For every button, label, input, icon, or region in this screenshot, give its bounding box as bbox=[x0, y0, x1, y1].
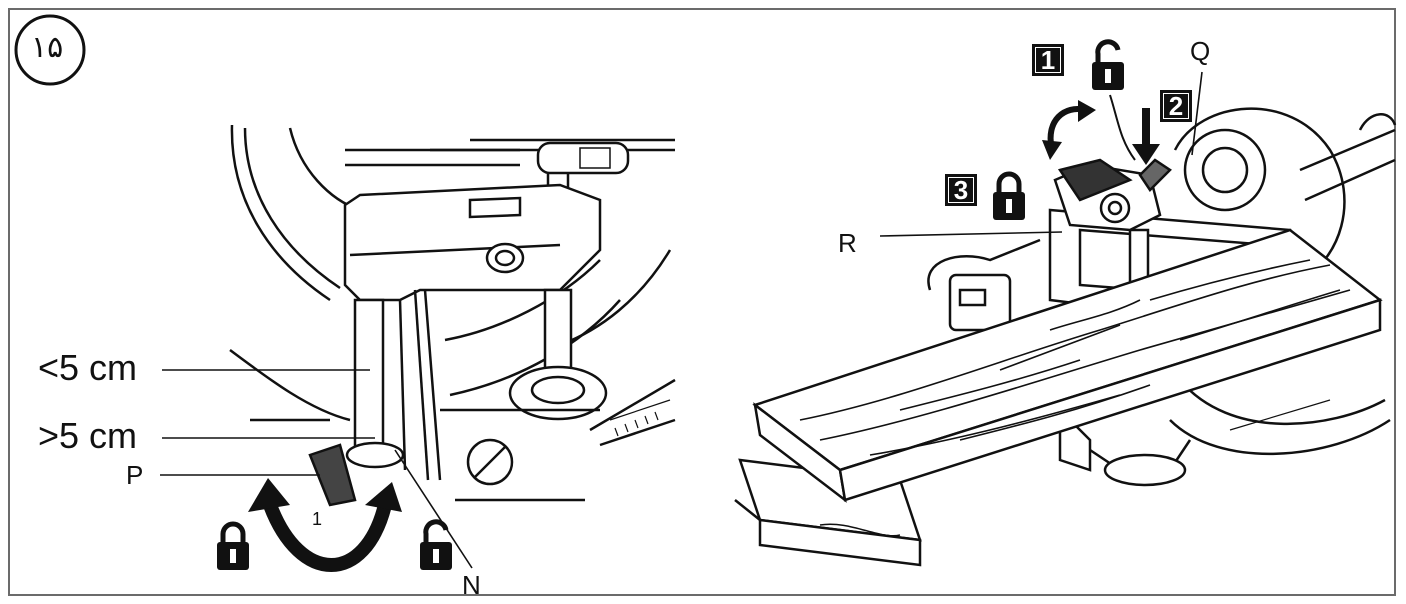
callout-greater-than-5cm: >5 cm bbox=[38, 415, 138, 456]
right-leader-lines bbox=[879, 71, 1203, 237]
lock-closed-icon bbox=[217, 524, 249, 570]
callout-Q: Q bbox=[1190, 36, 1211, 66]
left-leader-lines bbox=[160, 369, 473, 569]
lock-open-icon bbox=[1092, 42, 1124, 90]
press-down-arrow-icon bbox=[1132, 108, 1160, 165]
left-saw-drawing bbox=[229, 124, 676, 507]
lock-cord bbox=[1109, 94, 1136, 161]
callout-less-than-5cm: <5 cm bbox=[38, 347, 138, 388]
figure-number: ۱۵ bbox=[31, 31, 64, 64]
rotate-arrow-icon bbox=[248, 478, 402, 572]
step-3-badge: 3 bbox=[945, 174, 977, 206]
lock-closed-icon bbox=[993, 174, 1025, 220]
svg-text:1: 1 bbox=[312, 509, 322, 529]
figure-number-circle bbox=[14, 14, 86, 86]
callout-R: R bbox=[838, 228, 857, 258]
curved-arrow-icon bbox=[1042, 100, 1096, 160]
step-1-badge: 1 bbox=[1032, 44, 1064, 76]
step-2-badge: 2 bbox=[1160, 90, 1192, 122]
wood-plank bbox=[752, 228, 1383, 503]
callout-N: N bbox=[462, 570, 481, 600]
callout-P: P bbox=[126, 460, 144, 490]
